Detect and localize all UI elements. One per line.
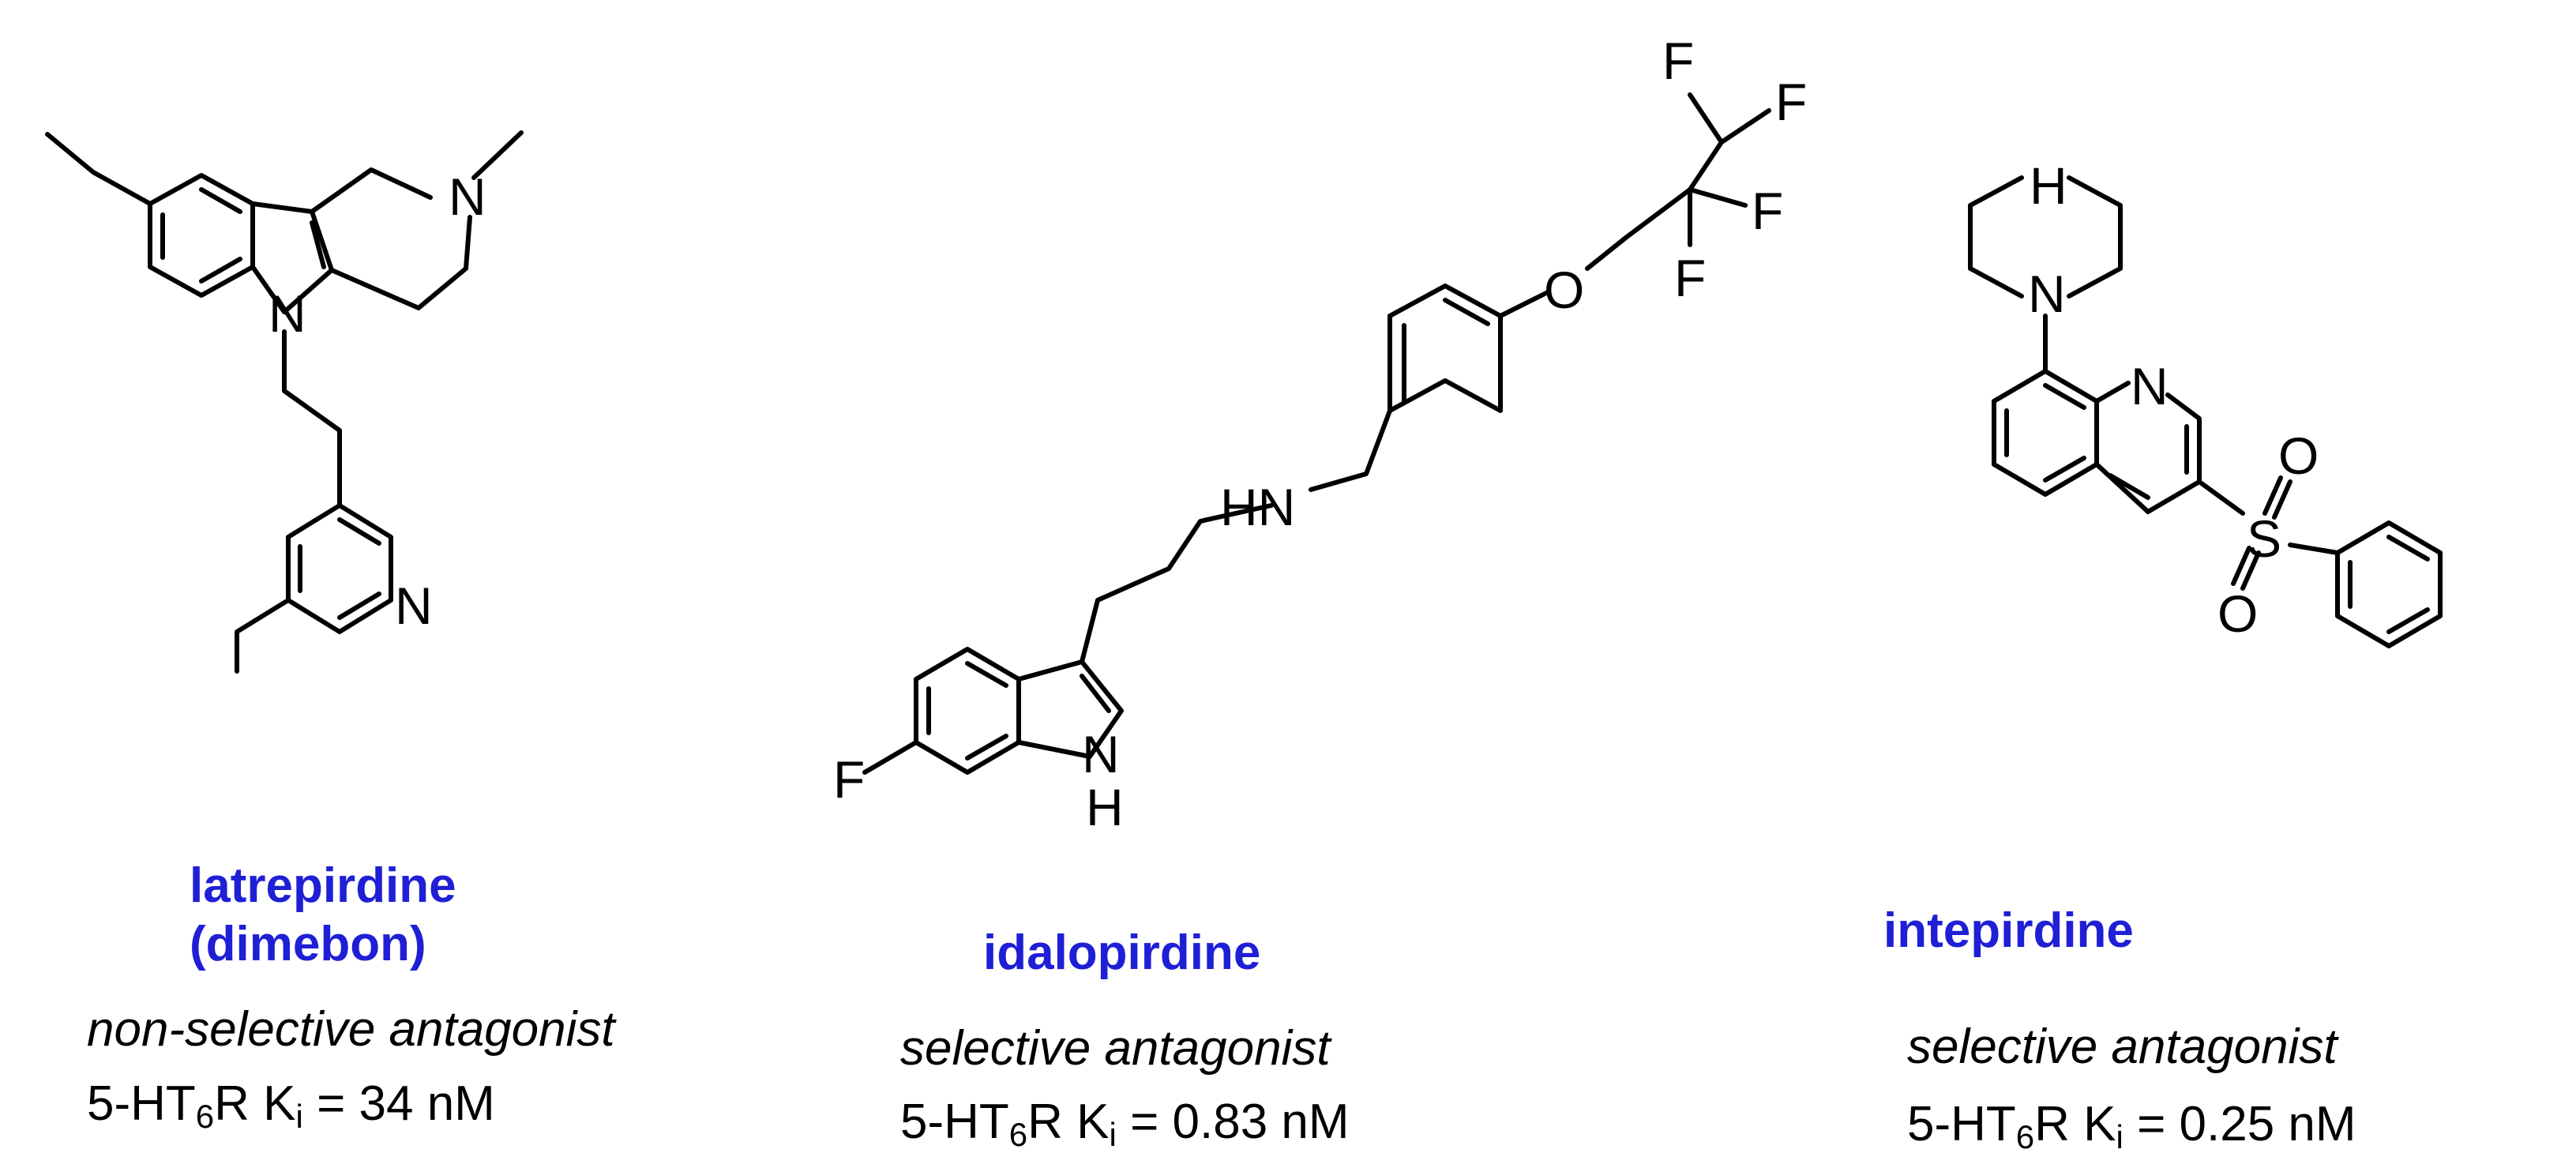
idalopirdine-indole-n-label: N [1082,725,1120,783]
latrepirdine-name: latrepirdine (dimebon) [190,857,456,974]
intepirdine-structure: H N N S O O [1968,156,2443,648]
latrepirdine-activity: non-selective antagonist [87,1002,615,1057]
intepirdine-n-quinoline-label: N [2131,357,2169,415]
idalopirdine-o-label: O [1544,261,1584,319]
latrepirdine-n-indole-label: N [268,284,306,343]
intepirdine-activity: selective antagonist [1907,1020,2338,1074]
intepirdine-h-label: H [2030,156,2067,215]
idalopirdine-structure: F N H HN O F F F F [833,32,1807,836]
idalopirdine-f1-label: F [1662,32,1694,90]
latrepirdine-n-methyl-label: N [449,167,486,226]
idalopirdine-activity: selective antagonist [900,1021,1331,1076]
idalopirdine-f4-label: F [1674,249,1706,307]
latrepirdine-name-line1: latrepirdine [190,858,456,913]
intepirdine-name: intepirdine [1883,903,2134,958]
idalopirdine-ki: 5-HT6R Ki = 0.83 nM [900,1095,1350,1153]
idalopirdine-hn-label: HN [1220,478,1295,536]
intepirdine-n-piperazine-label: N [2028,265,2066,323]
intepirdine-s-label: S [2247,509,2281,568]
latrepirdine-ki: 5-HT6R Ki = 34 nM [87,1076,495,1135]
idalopirdine-f3-label: F [1752,182,1783,240]
intepirdine-o1-label: O [2278,426,2319,485]
intepirdine-o2-label: O [2217,584,2258,643]
idalopirdine-f2-label: F [1775,73,1807,131]
intepirdine-ki: 5-HT6R Ki = 0.25 nM [1907,1097,2356,1155]
latrepirdine-name-line2: (dimebon) [190,917,426,971]
latrepirdine-n-pyridine-label: N [395,576,433,635]
idalopirdine-f-aryl-label: F [833,750,865,809]
latrepirdine-structure: N N N [45,130,524,674]
idalopirdine-name: idalopirdine [983,926,1261,980]
idalopirdine-indole-h-label: H [1086,778,1124,836]
